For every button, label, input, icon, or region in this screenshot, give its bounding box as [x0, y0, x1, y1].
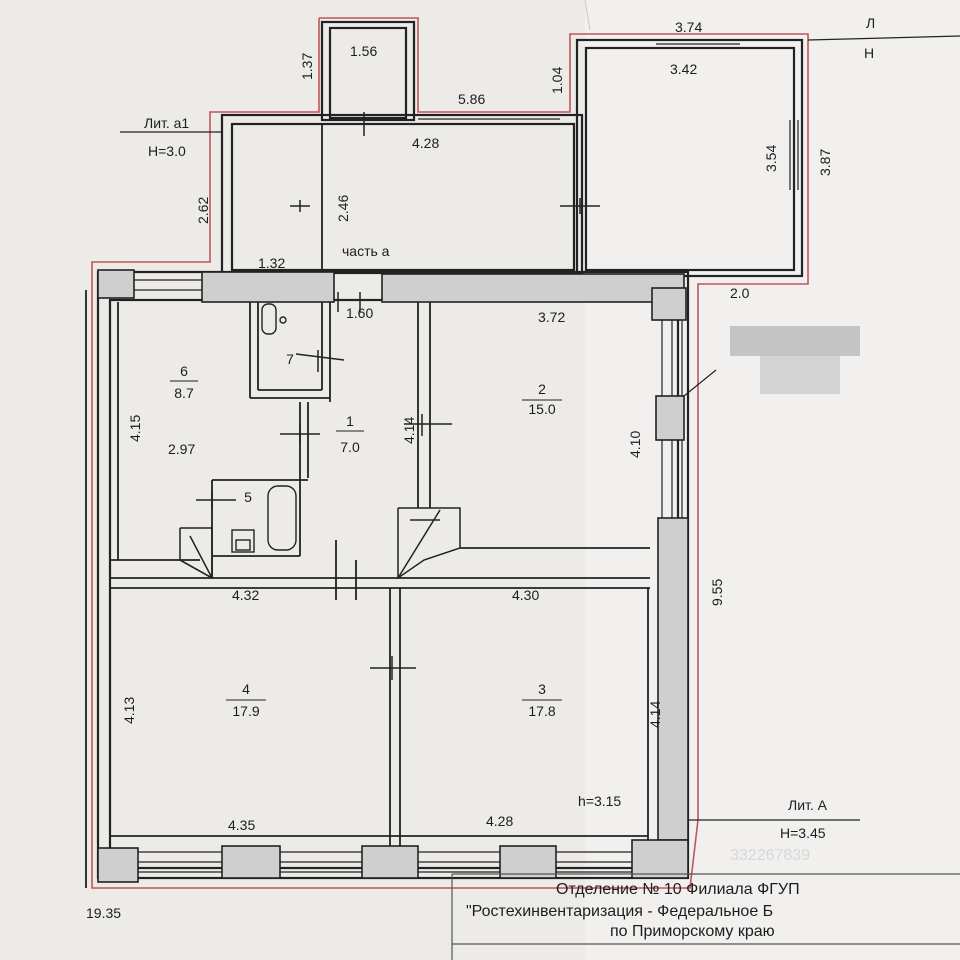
annotations: Лит. а1 Н=3.0 часть а Лит. А Н=3.45 h=3.…	[144, 15, 875, 841]
room-3-area: 17.8	[528, 703, 555, 719]
edge-label-top2: Н	[864, 45, 874, 61]
room-labels: 6 8.7 7 1 7.0 2 15.0 5 4 17.9 3 17.8	[170, 351, 562, 719]
room-4-number: 4	[242, 681, 250, 697]
watermark-text: 332267839	[730, 847, 810, 864]
dim-1-56: 1.56	[350, 43, 377, 59]
dim-3-87: 3.87	[817, 149, 833, 176]
dim-4-14-right: 4.14	[647, 701, 663, 728]
dim-2-0: 2.0	[730, 285, 750, 301]
dim-4-13: 4.13	[121, 697, 137, 724]
paper-fold	[585, 0, 960, 960]
fold-line	[584, 0, 591, 31]
lit-a-label: Лит. А	[788, 797, 828, 813]
redaction	[730, 326, 860, 394]
stamp-line-3: по Приморскому краю	[610, 923, 775, 940]
dim-4-32: 4.32	[232, 587, 259, 603]
room-4-area: 17.9	[232, 703, 259, 719]
part-a-label: часть а	[342, 243, 390, 259]
edge-label-top: Л	[866, 15, 875, 31]
red-outline	[91, 17, 809, 889]
dim-4-28-top: 4.28	[412, 135, 439, 151]
room-1-number: 1	[346, 413, 354, 429]
leaders	[120, 35, 960, 821]
stairs	[179, 507, 461, 580]
dim-4-28-bottom: 4.28	[486, 813, 513, 829]
fixtures	[231, 303, 297, 553]
dim-2-97: 2.97	[168, 441, 195, 457]
dim-4-15: 4.15	[127, 415, 143, 442]
dim-2-46: 2.46	[335, 195, 351, 222]
windows	[134, 43, 799, 873]
dim-3-42: 3.42	[670, 61, 697, 77]
room-5-number: 5	[244, 489, 252, 505]
room-2-number: 2	[538, 381, 546, 397]
door-marks	[196, 112, 600, 680]
room-2-area: 15.0	[528, 401, 555, 417]
stamp-frame	[451, 873, 960, 960]
room-6-area: 8.7	[174, 385, 194, 401]
dim-19-35: 19.35	[86, 905, 121, 921]
dim-4-30: 4.30	[512, 587, 539, 603]
lit-a1-label: Лит. а1	[144, 115, 189, 131]
partitions	[85, 124, 650, 888]
dim-1-37: 1.37	[299, 53, 315, 80]
dim-5-86: 5.86	[458, 91, 485, 107]
room-3-number: 3	[538, 681, 546, 697]
dim-9-55: 9.55	[709, 579, 725, 606]
stamp-line-2: "Ростехинвентаризация - Федеральное Б	[466, 903, 773, 920]
room-6-number: 6	[180, 363, 188, 379]
dim-1-60: 1.60	[346, 305, 373, 321]
dim-4-14-inner: 4.14	[401, 417, 417, 444]
dimension-labels: 1.56 1.37 5.86 1.04 3.74 3.42 4.28 3.54 …	[86, 19, 833, 921]
dim-2-62: 2.62	[195, 197, 211, 224]
room-height-label: h=3.15	[578, 793, 621, 809]
room-7-number: 7	[286, 351, 294, 367]
dim-3-72: 3.72	[538, 309, 565, 325]
dim-4-35: 4.35	[228, 817, 255, 833]
dim-1-04: 1.04	[549, 67, 565, 94]
dim-3-54: 3.54	[763, 145, 779, 172]
wall-blocks	[97, 269, 689, 883]
h-a-label: Н=3.45	[780, 825, 826, 841]
dim-3-74: 3.74	[675, 19, 702, 35]
room-1-area: 7.0	[340, 439, 360, 455]
h-a1-label: Н=3.0	[148, 143, 186, 159]
dim-4-10: 4.10	[627, 431, 643, 458]
stamp-line-1: Отделение № 10 Филиала ФГУП	[556, 881, 800, 898]
dim-1-32: 1.32	[258, 255, 285, 271]
stamp-text: Отделение № 10 Филиала ФГУП "Ростехинвен…	[466, 881, 800, 940]
